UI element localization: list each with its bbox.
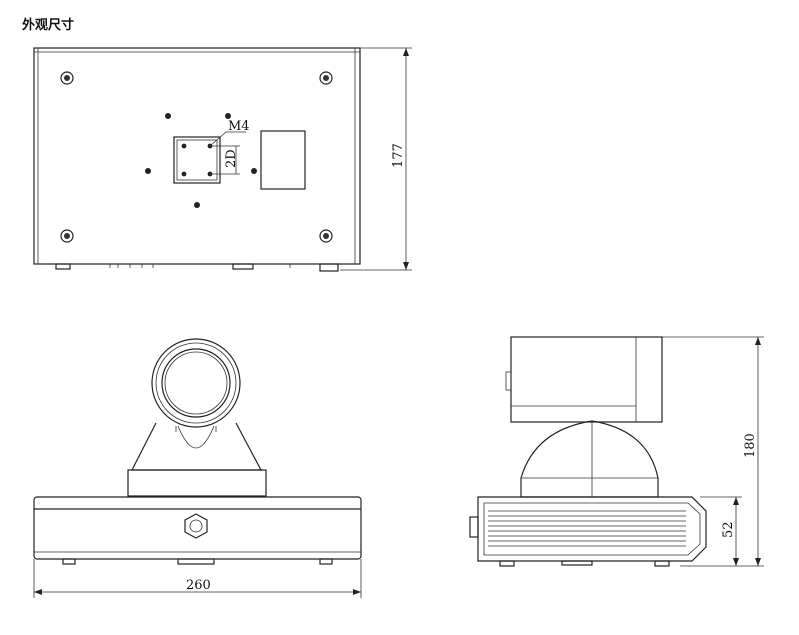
corner-screw — [60, 71, 74, 85]
corner-screw — [319, 71, 333, 85]
section-title: 外观尺寸 — [22, 18, 75, 33]
height-dimension-177: 177 — [340, 47, 412, 271]
dimension-260: 260 — [186, 578, 211, 593]
m4-label: M4 — [228, 119, 250, 134]
height-dimension-52: 52 — [700, 496, 742, 566]
dimension-177: 177 — [391, 143, 406, 168]
dimension-180: 180 — [743, 433, 758, 458]
speaker-grille — [488, 510, 686, 547]
mount-hole — [225, 113, 231, 119]
mount-hole — [165, 113, 171, 119]
mount-hole — [251, 168, 257, 174]
side-view-drawing — [469, 336, 707, 567]
tripod-mount-plate — [173, 136, 221, 184]
dimension-52: 52 — [721, 521, 736, 538]
width-dimension-260: 260 — [33, 559, 362, 598]
front-view-drawing — [33, 338, 362, 565]
2d-label: 2D — [224, 149, 239, 168]
label-window — [260, 130, 306, 190]
corner-screw — [319, 229, 333, 243]
corner-screw — [60, 229, 74, 243]
height-dimension-180: 180 — [662, 336, 764, 567]
mount-hole — [194, 202, 200, 208]
bottom-view-drawing: M4 2D — [33, 47, 361, 272]
hex-knob — [184, 513, 208, 539]
mount-hole — [145, 168, 151, 174]
